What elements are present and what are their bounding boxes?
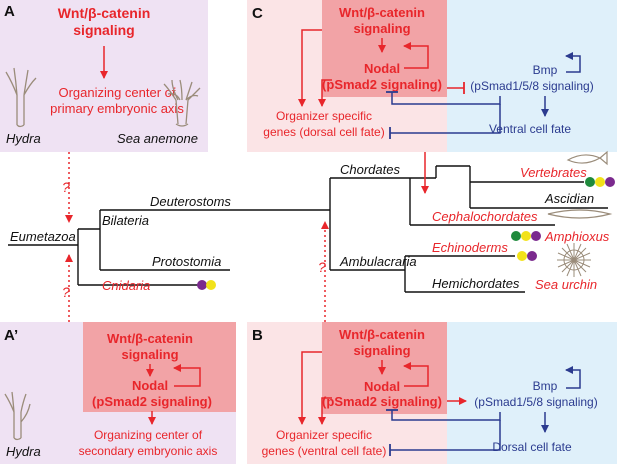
wnt-signaling-label: signaling: [353, 21, 410, 36]
bmp-feedback-loop: [565, 52, 581, 73]
cnidaria-dot-yellow: [206, 280, 216, 290]
wnt-label: Wnt/β-catenin: [58, 5, 151, 21]
vertebrates-dot-purple: [605, 177, 615, 187]
psmad158-label: (pSmad1/5/8 signaling): [470, 79, 593, 93]
cephalochordates-dot-green: [511, 231, 521, 241]
panel-a: A Wnt/β-catenin signaling Organizing cen…: [0, 0, 208, 152]
organizer-axis-label: primary embryonic axis: [50, 101, 184, 116]
bmp-label: Bmp: [533, 379, 558, 393]
nodal-label: Nodal: [364, 61, 400, 76]
sea-urchin-icon: [557, 243, 591, 277]
question-mark: ?: [62, 284, 70, 300]
panel-b: B Wnt/β-catenin signaling Nodal (pSmad2 …: [247, 322, 617, 464]
panel-c-blue-region: [447, 0, 617, 152]
sea-anemone-icon: [163, 79, 201, 127]
cephalochordates-dot-purple: [531, 231, 541, 241]
vertebrates-label: Vertebrates: [520, 165, 587, 180]
organizer-fate-label: genes (ventral cell fate): [262, 444, 387, 458]
sea-urchin-label: Sea urchin: [535, 277, 597, 292]
chordates-label: Chordates: [340, 162, 400, 177]
organizer-label: Organizing center of: [94, 428, 203, 442]
deuterostoms-label: Deuterostoms: [150, 194, 231, 209]
panel-a-label: A: [4, 3, 15, 20]
panel-a-prime-label: A’: [4, 327, 18, 344]
cnidaria-label: Cnidaria: [102, 278, 150, 293]
wnt-label: Wnt/β-catenin: [107, 331, 193, 346]
dorsal-fate-label: Dorsal cell fate: [492, 440, 572, 454]
vertebrates-dot-green: [585, 177, 595, 187]
panel-c-label: C: [252, 5, 263, 22]
phylogenetic-tree: [8, 165, 608, 293]
hydra-label: Hydra: [6, 444, 41, 459]
hydra-icon: [4, 391, 31, 441]
nodal-to-organizer-arrow: [318, 397, 332, 425]
nodal-to-organizer-arrow: [318, 79, 332, 107]
bilateria-label: Bilateria: [102, 213, 149, 228]
organizer-fate-label: genes (dorsal cell fate): [263, 125, 384, 139]
psmad2-label: (pSmad2 signaling): [92, 394, 212, 409]
panel-b-label: B: [252, 327, 263, 344]
echinoderms-dot-purple: [527, 251, 537, 261]
ambulacraria-label: Ambulacraria: [339, 254, 417, 269]
hydra-label: Hydra: [6, 131, 41, 146]
panel-a-prime: A’ Wnt/β-catenin signaling Nodal (pSmad2…: [0, 322, 236, 464]
psmad2-label: (pSmad2 signaling): [322, 77, 442, 92]
wnt-label: Wnt/β-catenin: [339, 327, 425, 342]
gene-dots: [197, 177, 615, 290]
ventral-fate-label: Ventral cell fate: [489, 122, 571, 136]
bmp-inhibits-nodal: [391, 410, 501, 421]
cephalochordates-label: Cephalochordates: [432, 209, 538, 224]
organizer-axis-label: secondary embryonic axis: [79, 444, 218, 458]
cephalochordates-dot-yellow: [521, 231, 531, 241]
bmp-inhibits-organizer: [390, 104, 501, 134]
nodal-label: Nodal: [364, 379, 400, 394]
vertebrates-dot-yellow: [595, 177, 605, 187]
wnt-signaling-label: signaling: [121, 347, 178, 362]
panel-b-blue-region: [447, 322, 617, 464]
nodal-label: Nodal: [132, 378, 168, 393]
echinoderms-label: Echinoderms: [432, 240, 508, 255]
bmp-inhibits-organizer: [390, 420, 501, 451]
bmp-inhibits-nodal: [391, 92, 501, 105]
wnt-to-organizer-arrow: [298, 29, 322, 107]
bmp-label: Bmp: [533, 63, 558, 77]
panel-c: C Wnt/β-catenin signaling Nodal (pSmad2 …: [247, 0, 617, 152]
organizer-label: Organizer specific: [276, 109, 372, 123]
nodal-feedback-loop: [403, 362, 429, 387]
wnt-to-organizer-arrow: [298, 351, 322, 425]
sea-anemone-label: Sea anemone: [117, 131, 198, 146]
bmp-feedback-loop: [565, 366, 581, 389]
protostomia-label: Protostomia: [152, 254, 221, 269]
nodal-feedback-loop: [173, 364, 201, 387]
ascidian-label: Ascidian: [544, 191, 594, 206]
nodal-feedback-loop: [403, 42, 429, 69]
wnt-label: Wnt/β-catenin: [339, 5, 425, 20]
echinoderms-dot-yellow: [517, 251, 527, 261]
psmad158-label: (pSmad1/5/8 signaling): [474, 395, 597, 409]
question-mark: ?: [62, 179, 70, 195]
question-mark: ?: [318, 259, 326, 275]
cnidaria-dot-purple: [197, 280, 207, 290]
eumetazoa-label: Eumetazoa: [10, 229, 76, 244]
organizer-label: Organizing center of: [58, 85, 175, 100]
wnt-signaling-label: signaling: [353, 343, 410, 358]
amphioxus-label: Amphioxus: [544, 229, 610, 244]
amphioxus-icon: [547, 209, 613, 219]
panel-a-prime-signal-box: [83, 322, 236, 412]
olfactores-link: [435, 165, 470, 178]
hydra-icon: [5, 67, 37, 128]
psmad2-label: (pSmad2 signaling): [322, 394, 442, 409]
hemichordates-label: Hemichordates: [432, 276, 520, 291]
wnt-signaling-label: signaling: [73, 22, 134, 38]
organizer-label: Organizer specific: [276, 428, 372, 442]
fish-icon: [566, 150, 608, 166]
